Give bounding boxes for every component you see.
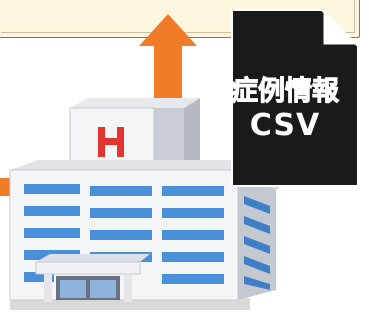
file-title-label: 症例情報 (231, 76, 340, 108)
hospital-sign-icon (98, 127, 124, 157)
csv-file-icon (231, 9, 359, 187)
file-format-label: CSV (249, 108, 321, 143)
hospital-icon (9, 98, 290, 310)
upload-arrow-icon (139, 14, 197, 100)
